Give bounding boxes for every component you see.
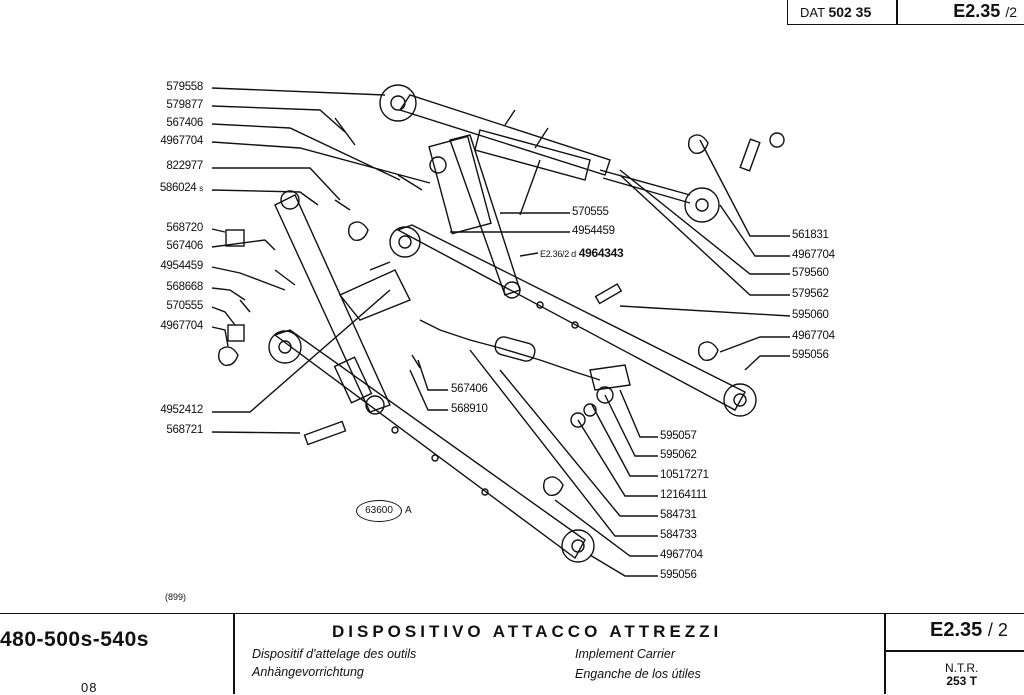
part-label: 584733	[660, 529, 697, 541]
part-label: 595056	[792, 349, 829, 361]
footer-divider	[885, 650, 1024, 652]
figure-reference-oval: 63600	[356, 500, 402, 522]
part-label: 595060	[792, 309, 829, 321]
footer-divider	[233, 614, 235, 694]
part-label: 567406	[166, 117, 203, 129]
part-label: 4967704	[660, 549, 703, 561]
part-label: 4967704	[792, 249, 835, 261]
part-label: 595062	[660, 449, 697, 461]
footer-frame	[0, 613, 1024, 695]
part-label: 822977	[166, 160, 203, 172]
part-label: 595057	[660, 430, 697, 442]
part-label: 584731	[660, 509, 697, 521]
series-number: 08	[81, 680, 98, 695]
part-label: 10517271	[660, 469, 709, 481]
footer-page-ref: E2.35 / 2	[930, 619, 1008, 641]
title-english: Implement Carrier	[575, 647, 676, 661]
part-label: 4954459	[160, 260, 203, 272]
part-label: 4967704	[792, 330, 835, 342]
page-title: DISPOSITIVO ATTACCO ATTREZZI	[332, 622, 723, 641]
part-label: 4954459	[572, 225, 615, 237]
part-label: 595056	[660, 569, 697, 581]
dat-code: DAT 502 35	[800, 4, 872, 20]
exploded-parts-drawing	[211, 84, 791, 577]
model-range: 480-500s-540s	[0, 628, 149, 651]
part-label: 579558	[166, 81, 203, 93]
part-label-crossref: E2.36/2 d 4964343	[540, 246, 624, 260]
title-german: Anhängevorrichtung	[252, 665, 364, 679]
figure-reference-suffix: A	[405, 505, 412, 516]
part-label: 4967704	[160, 135, 203, 147]
title-french: Dispositif d'attelage des outils	[252, 647, 417, 661]
part-label: 567406	[451, 383, 488, 395]
part-label: 4967704	[160, 320, 203, 332]
part-label: 579562	[792, 288, 829, 300]
part-label: 567406	[166, 240, 203, 252]
top-page-ref: E2.35 /2	[953, 1, 1017, 21]
footer-divider	[884, 614, 886, 694]
part-label: 561831	[792, 229, 829, 241]
part-label: 570555	[166, 300, 203, 312]
title-spanish: Enganche de los útiles	[575, 667, 701, 681]
top-box-divider	[896, 0, 898, 24]
part-label: 12164111	[660, 489, 708, 501]
part-label: 570555	[572, 206, 609, 218]
drawing-code: (899)	[165, 592, 187, 602]
part-label: 568668	[166, 281, 203, 293]
part-label: 568720	[166, 222, 203, 234]
part-label: 4952412	[160, 404, 203, 416]
part-label: 579877	[166, 99, 203, 111]
part-label: 568910	[451, 403, 488, 415]
top-reference-box: DAT 502 35 E2.35 /2	[787, 0, 1024, 25]
part-label: 579560	[792, 267, 829, 279]
part-label: 568721	[166, 424, 203, 436]
part-label-586024: 586024 s	[159, 182, 203, 194]
ntr-code: N.T.R.253 T	[945, 661, 979, 688]
